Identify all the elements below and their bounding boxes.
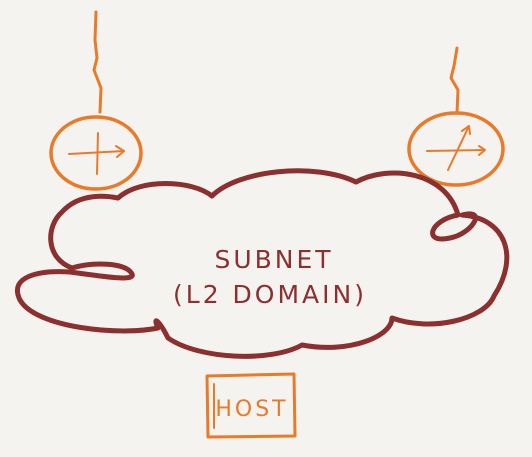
- subnet-cloud: [15, 168, 510, 359]
- uplink-right-lightning-icon: [449, 46, 460, 115]
- uplink-left-lightning-icon: [92, 10, 103, 114]
- host-box: [205, 372, 297, 439]
- host-label: HOST: [215, 397, 288, 422]
- subnet-label-line2: (L2 DOMAIN): [173, 280, 367, 309]
- router-right-circle: [407, 111, 505, 187]
- router-left: [49, 115, 143, 191]
- router-right: [407, 111, 505, 187]
- router-icon: [68, 132, 125, 175]
- router-icon: [426, 125, 486, 171]
- subnet-label-line1: SUBNET: [214, 245, 333, 274]
- router-left-circle: [49, 115, 143, 191]
- host-node: HOST: [205, 372, 297, 439]
